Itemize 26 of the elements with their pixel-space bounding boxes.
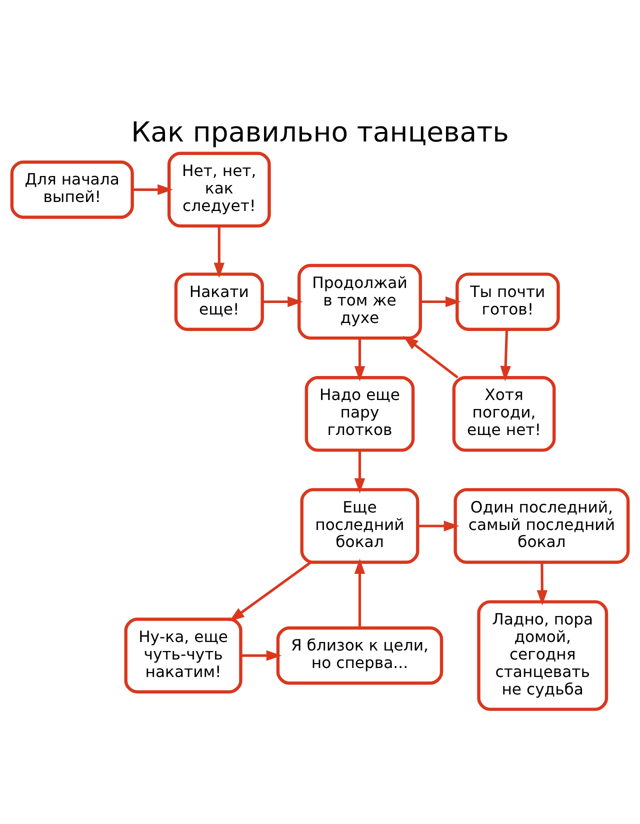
- arrow: [536, 562, 548, 605]
- node-box: Еще последний бокал: [300, 488, 420, 564]
- node-box: Продолжай в том же духе: [297, 263, 422, 340]
- node-box: Ты почти готов!: [456, 272, 560, 330]
- arrow: [403, 335, 458, 378]
- node-box: Накати еще!: [174, 272, 264, 330]
- arrow: [420, 296, 461, 307]
- node-box: Нет, нет, как следует!: [167, 151, 271, 228]
- arrow: [240, 650, 282, 660]
- arrow: [500, 328, 511, 381]
- diagram-title: Как правильно танцевать: [131, 116, 509, 148]
- arrow: [132, 184, 173, 194]
- arrow: [262, 296, 303, 307]
- arrow: [214, 226, 224, 278]
- arrow: [354, 338, 366, 381]
- node-box: Хотя погоди, еще нет!: [452, 375, 556, 452]
- arrow: [354, 558, 366, 628]
- node-box: Надо еще пару глотков: [304, 375, 415, 452]
- node-box: Ну-ка, еще чуть-чуть накатим!: [124, 617, 242, 693]
- node-box: Для начала выпей!: [10, 160, 134, 218]
- arrow: [354, 450, 366, 494]
- node-box: Я близок к цели, но сперва...: [276, 626, 444, 684]
- arrow: [229, 560, 312, 621]
- arrow: [418, 520, 460, 531]
- node-box: Ладно, пора домой, сегодня станцевать не судьба: [477, 600, 608, 710]
- node-box: Один последний, самый последний бокал: [454, 488, 630, 564]
